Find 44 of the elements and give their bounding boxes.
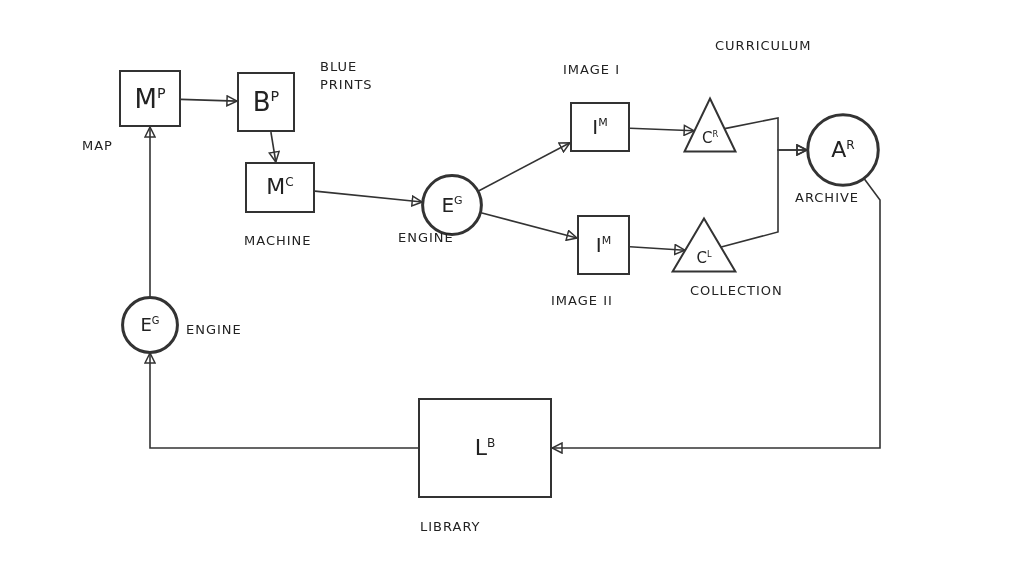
process-box [119,70,181,127]
node-caption: MACHINE [244,232,313,250]
node-caption: ENGINE [398,229,455,247]
process-circle [122,297,178,353]
arrow [314,190,423,207]
node-symbol: L$^{B}$ [474,436,496,460]
arrow [144,352,419,449]
node-symbol: C$^{L}$ [696,250,712,266]
node-symbol: I$^{M}$ [592,117,608,137]
process-box [577,215,630,275]
node-caption: COLLECTION [690,282,784,300]
arrow [551,178,881,454]
node-symbol: A$^{R}$ [831,138,855,162]
process-box [237,72,295,132]
arrow [144,126,156,298]
node-caption: IMAGE II [551,292,614,310]
process-triangle [684,98,736,152]
arrow [629,243,686,256]
process-circle [422,175,482,235]
arrow [180,95,238,107]
node-caption: ARCHIVE [795,189,861,207]
arrow [268,131,280,163]
process-triangle [672,218,736,272]
arrow [629,124,695,137]
node-symbol: M$^{P}$ [134,85,166,112]
node-caption: ENGINE [186,321,243,339]
arrow [480,211,578,242]
node-symbol: E$^{G}$ [441,195,463,215]
process-box [418,398,552,498]
process-circle [807,114,879,186]
process-box [245,162,315,213]
node-symbol: E$^{G}$ [140,316,160,334]
node-symbol: I$^{M}$ [595,235,612,255]
node-caption: IMAGE I [563,61,621,79]
process-box [570,102,630,152]
node-caption: LIBRARY [420,518,482,536]
node-caption: CURRICULUM [715,37,813,55]
node-caption: BLUE PRINTS [320,58,374,94]
arrow [477,142,571,192]
node-caption: MAP [82,137,114,155]
node-symbol: C$^{R}$ [701,130,719,146]
arrow [720,144,808,248]
node-symbol: M$^{C}$ [266,176,294,199]
node-symbol: B$^{P}$ [252,89,280,115]
